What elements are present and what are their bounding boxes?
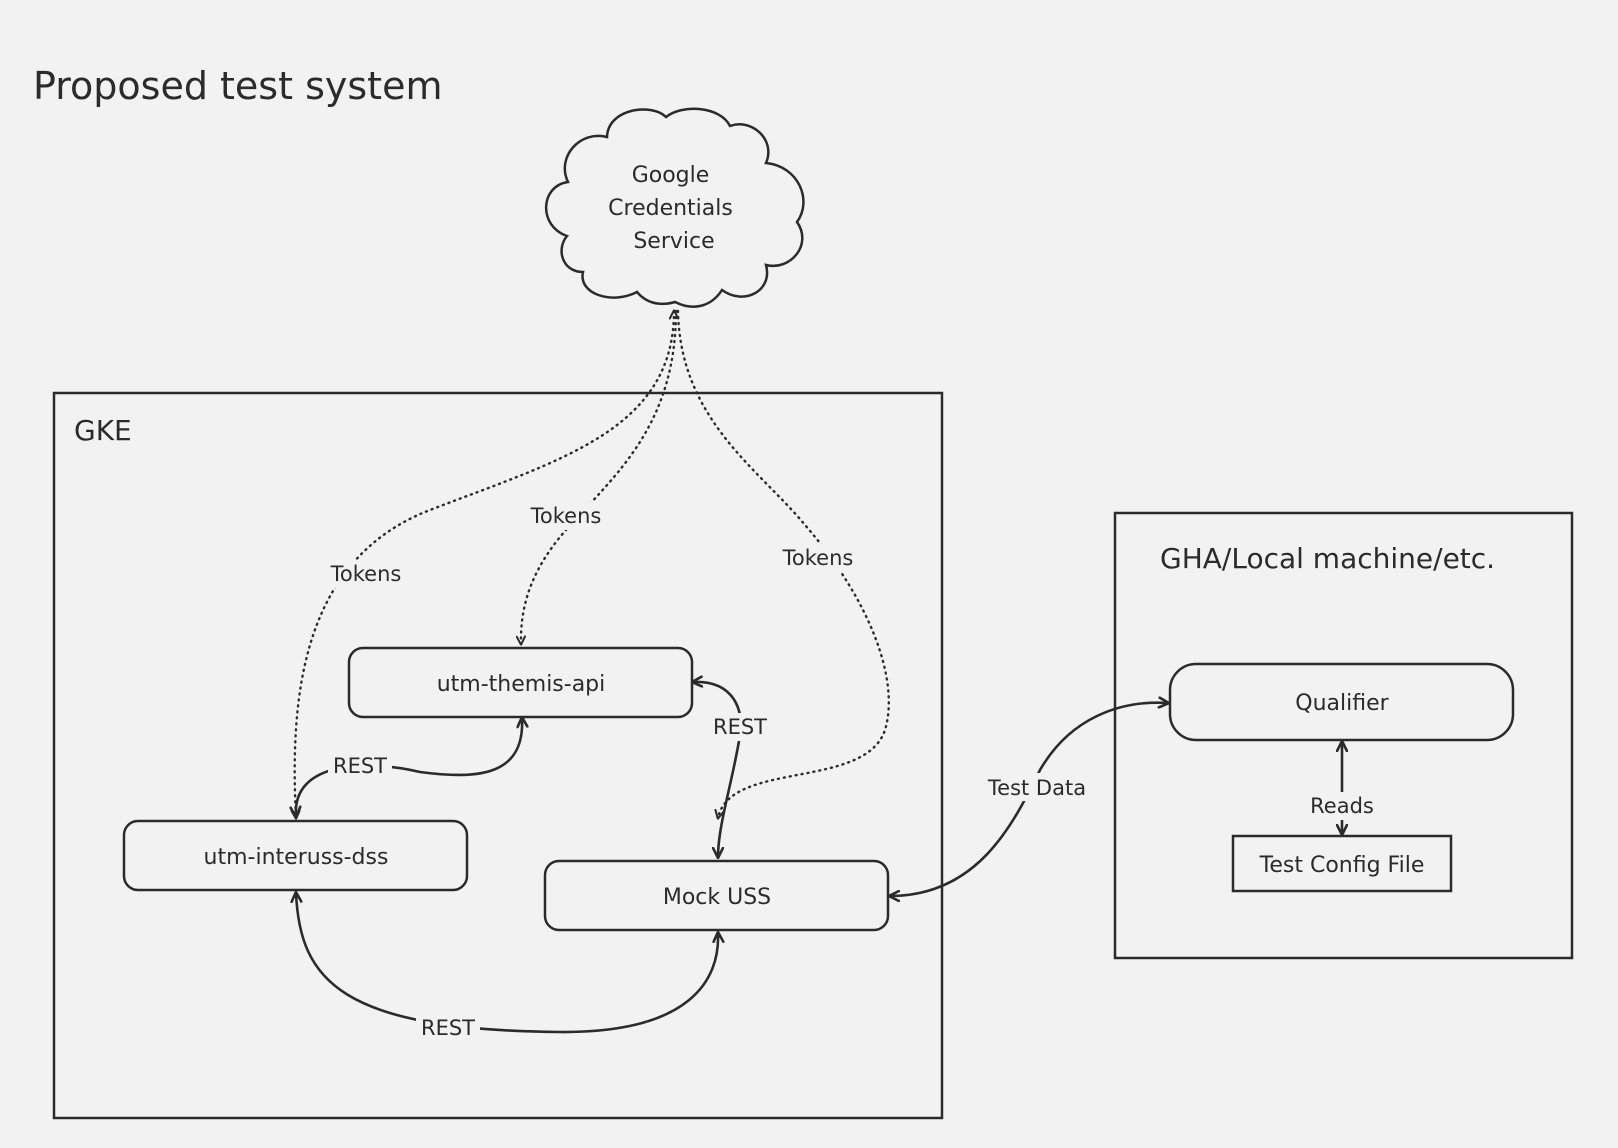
rest-themis-mock-label: REST bbox=[713, 715, 767, 739]
rest-edge-dss-mock bbox=[296, 893, 718, 1034]
reads-label-bg bbox=[1304, 792, 1380, 820]
tokens-themis-label-bg bbox=[523, 502, 609, 530]
qualifier-label: Qualifier bbox=[1295, 691, 1389, 716]
themis-api-label: utm-themis-api bbox=[437, 672, 606, 697]
tokens-edge-themis bbox=[521, 309, 678, 644]
rest-dss-mock-label-bg bbox=[416, 1014, 480, 1042]
reads-label: Reads bbox=[1310, 794, 1374, 818]
rest-dss-themis-label-bg bbox=[328, 752, 392, 780]
gke-frame bbox=[52, 391, 944, 1120]
test-data-label-bg bbox=[980, 773, 1094, 801]
rest-dss-themis-label: REST bbox=[333, 754, 387, 778]
test-config-node bbox=[1231, 834, 1453, 893]
interuss-dss-label: utm-interuss-dss bbox=[204, 845, 389, 870]
mock-uss-label: Mock USS bbox=[663, 885, 771, 910]
google-credentials-label: Google Credentials Service bbox=[608, 163, 740, 254]
mock-uss-node bbox=[543, 859, 890, 932]
gke-frame-label: GKE bbox=[74, 414, 132, 447]
tokens-mock-label-bg bbox=[775, 544, 861, 572]
themis-api-node bbox=[347, 646, 694, 719]
interuss-dss-node bbox=[122, 819, 469, 892]
gha-frame-label: GHA/Local machine/etc. bbox=[1160, 542, 1495, 575]
tokens-edge-dss bbox=[295, 311, 674, 818]
rest-themis-mock-label-bg bbox=[708, 713, 772, 741]
rest-edge-themis-mock bbox=[693, 682, 743, 857]
tokens-themis-label: Tokens bbox=[530, 504, 602, 528]
rest-edge-dss-themis bbox=[296, 718, 522, 816]
rest-dss-mock-label: REST bbox=[421, 1016, 475, 1040]
tokens-edge-mock bbox=[676, 309, 890, 818]
test-data-label: Test Data bbox=[987, 776, 1086, 800]
tokens-dss-label-bg bbox=[323, 560, 409, 588]
tokens-dss-label: Tokens bbox=[330, 562, 402, 586]
test-config-label: Test Config File bbox=[1259, 853, 1425, 878]
tokens-mock-label: Tokens bbox=[782, 546, 854, 570]
diagram-title: Proposed test system bbox=[33, 64, 442, 108]
qualifier-node bbox=[1168, 662, 1515, 742]
google-credentials-cloud bbox=[544, 107, 805, 308]
